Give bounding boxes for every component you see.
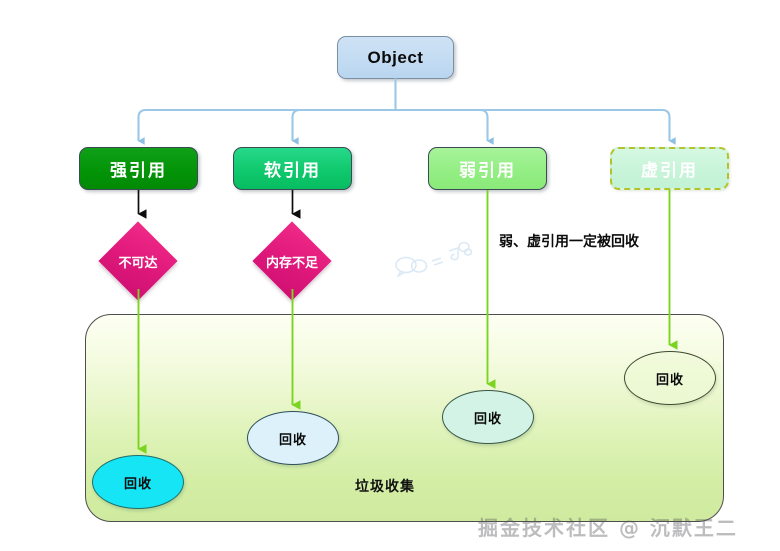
garbage-collection-region	[85, 314, 724, 522]
recycle-node-4-label: 回收	[655, 372, 684, 388]
reference-node-strong-label: 强引用	[110, 161, 167, 181]
ellipse-inner-ring	[447, 395, 529, 439]
condition-node-oom[interactable]: 内存不足	[244, 221, 340, 301]
object-node[interactable]: Object	[337, 36, 454, 79]
reference-node-phantom-label: 虚引用	[641, 161, 698, 181]
recycle-node-1-label: 回收	[123, 476, 152, 492]
recycle-node-3-label: 回收	[473, 411, 502, 427]
recycle-node-3[interactable]: 回收	[442, 390, 534, 444]
condition-node-unreachable[interactable]: 不可达	[90, 221, 186, 301]
ellipse-inner-ring	[252, 416, 334, 460]
object-node-label: Object	[367, 47, 424, 67]
reference-node-weak-label: 弱引用	[459, 161, 516, 181]
chat-bubbles-icon	[395, 241, 472, 277]
ellipse-inner-ring	[97, 460, 179, 504]
reference-node-soft[interactable]: 软引用	[233, 147, 352, 190]
gc-region-label: 垃圾收集	[355, 479, 415, 495]
recycle-node-2-label: 回收	[278, 432, 307, 448]
reference-node-strong[interactable]: 强引用	[79, 147, 198, 190]
annotation-text: 弱、虚引用一定被回收	[499, 234, 639, 250]
recycle-node-4[interactable]: 回收	[624, 351, 716, 405]
condition-node-oom-label: 内存不足	[265, 255, 318, 271]
reference-node-weak[interactable]: 弱引用	[428, 147, 547, 190]
watermark-text: 掘金技术社区 @ 沉默王二	[478, 516, 738, 540]
recycle-node-2[interactable]: 回收	[247, 411, 339, 465]
reference-node-soft-label: 软引用	[264, 161, 321, 181]
condition-node-unreachable-label: 不可达	[118, 255, 158, 271]
ellipse-inner-ring	[629, 356, 711, 400]
reference-node-phantom[interactable]: 虚引用	[610, 147, 729, 190]
recycle-node-1[interactable]: 回收	[92, 455, 184, 509]
